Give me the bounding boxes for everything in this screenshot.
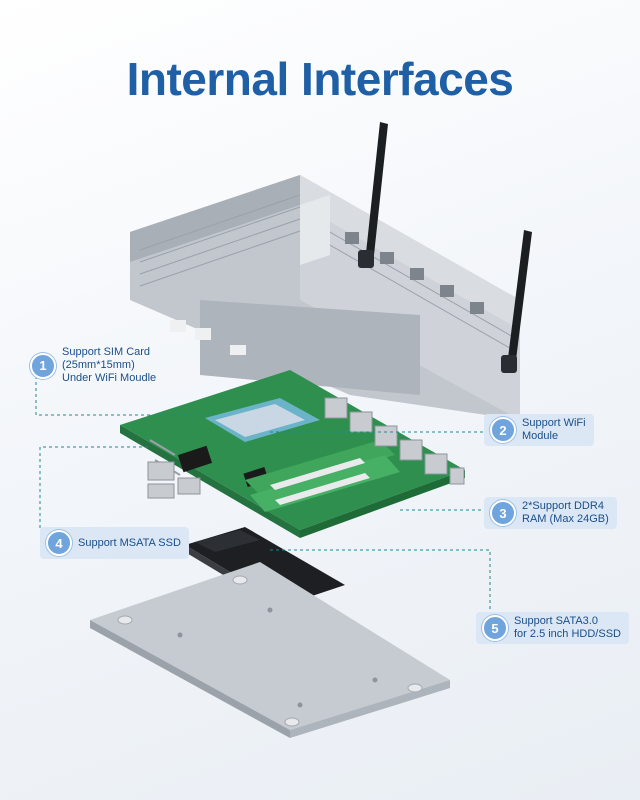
callout-text: Support WiFi Module xyxy=(522,417,586,442)
callout-sata3: 5 Support SATA3.0 for 2.5 inch HDD/SSD xyxy=(476,612,629,644)
callout-text: Support MSATA SSD xyxy=(78,536,181,549)
callout-number-badge: 5 xyxy=(482,615,508,641)
leader-lines xyxy=(35,370,491,620)
callout-text: 2*Support DDR4 RAM (Max 24GB) xyxy=(522,500,609,525)
callout-number-badge: 1 xyxy=(30,352,56,379)
callout-sim-card: 1 Support SIM Card (25mm*15mm) Under WiF… xyxy=(24,343,164,388)
page-title: Internal Interfaces xyxy=(126,53,514,105)
bottom-plate xyxy=(90,562,450,738)
callout-number-badge: 3 xyxy=(490,500,516,526)
callout-msata-ssd: 4 Support MSATA SSD xyxy=(40,527,189,559)
callout-text: Support SATA3.0 for 2.5 inch HDD/SSD xyxy=(514,615,621,640)
chassis xyxy=(130,175,520,420)
motherboard xyxy=(120,370,465,538)
callout-number-badge: 4 xyxy=(46,530,72,556)
callout-ddr4-ram: 3 2*Support DDR4 RAM (Max 24GB) xyxy=(484,497,617,529)
antennas xyxy=(358,122,532,373)
callout-number-badge: 2 xyxy=(490,417,516,443)
callout-wifi-module: 2 Support WiFi Module xyxy=(484,414,594,446)
callout-text: Support SIM Card (25mm*15mm) Under WiFi … xyxy=(62,346,157,384)
